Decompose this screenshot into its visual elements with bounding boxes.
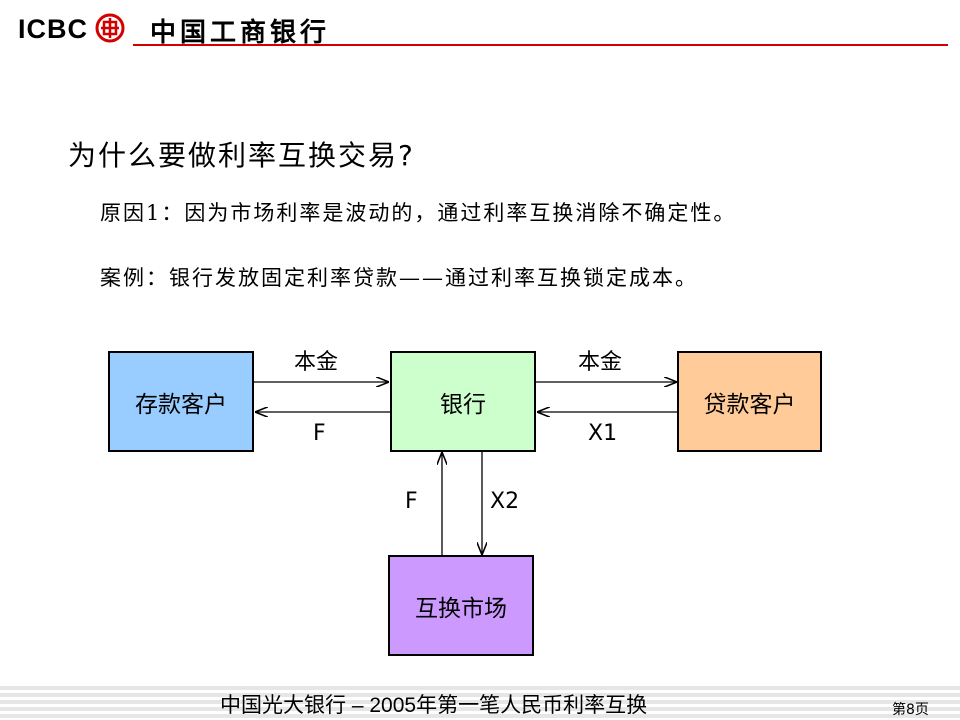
footer-text: 中国光大银行 – 2005年第一笔人民币利率互换	[220, 694, 648, 717]
icbc-logo-text: ICBC	[18, 14, 88, 44]
footer-band	[0, 686, 960, 720]
label-principal-left: 本金	[294, 350, 339, 375]
label-x2: X2	[490, 489, 520, 514]
label-x1: X1	[588, 421, 618, 446]
node-depositor: 存款客户	[108, 351, 254, 452]
node-borrower: 贷款客户	[677, 351, 822, 452]
header-divider	[133, 44, 948, 46]
label-f-left: F	[313, 421, 326, 446]
reason-text: 原因1：因为市场利率是波动的，通过利率互换消除不确定性。	[100, 201, 737, 225]
case-text: 案例：银行发放固定利率贷款——通过利率互换锁定成本。	[100, 266, 698, 290]
icbc-seal-icon	[95, 13, 125, 43]
slide-title: 为什么要做利率互换交易?	[68, 139, 415, 172]
label-principal-right: 本金	[578, 350, 623, 375]
node-bank: 银行	[390, 351, 536, 452]
label-f-bottom: F	[405, 489, 418, 514]
node-swap-market: 互换市场	[388, 555, 534, 656]
page-number: 第8页	[892, 702, 929, 718]
bank-name: 中国工商银行	[150, 18, 331, 48]
